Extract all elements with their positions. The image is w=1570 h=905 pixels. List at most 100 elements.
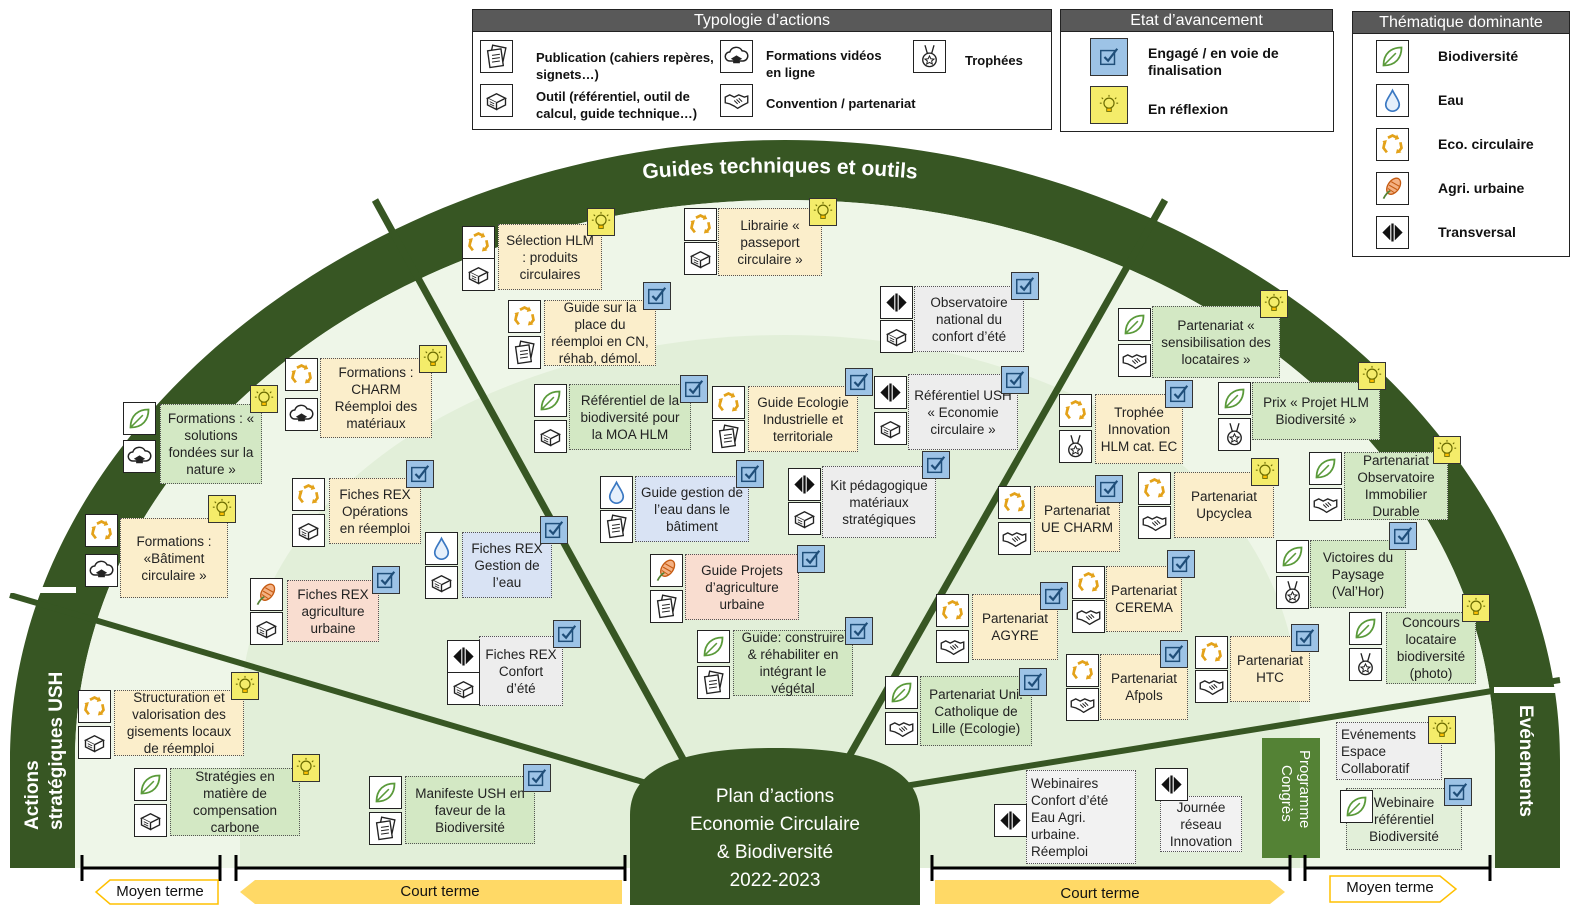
leaf-icon [123, 402, 156, 435]
leaf-icon [1315, 458, 1336, 479]
recycle-icon [1078, 571, 1099, 592]
center-line-3: & Biodiversité [716, 842, 834, 863]
tool-icon [793, 510, 816, 529]
action-card-rex-fiches-eau: Fiches REX Gestion de l’eau [462, 532, 552, 598]
checkbox-icon [643, 282, 671, 310]
action-text: Fiches REX Gestion de l’eau [471, 540, 543, 590]
corn-icon [1382, 177, 1402, 200]
arrow-short-left [240, 880, 622, 904]
legend-corn-icon [1376, 172, 1409, 205]
leaf-icon [1282, 546, 1303, 567]
checkbox-icon [1095, 475, 1123, 503]
checkbox-icon [1167, 550, 1195, 578]
action-text: Partenariat CEREMA [1110, 583, 1178, 615]
handshake-icon [940, 640, 965, 656]
leaf-icon [134, 768, 167, 801]
legend-typologie-label: Outil (référentiel, outil de calcul, gui… [536, 89, 698, 121]
sector-title-actions-2: stratégiques USH [46, 672, 67, 830]
legend-typologie-label: Trophées [965, 53, 1023, 68]
action-text: Formations : « solutions fondées sur la … [167, 411, 255, 477]
checkbox-icon [1001, 366, 1029, 394]
video-training-icon [724, 46, 749, 64]
publication-icon [369, 812, 402, 845]
action-card-g-guide-reemploi: Guide sur la place du réemploi en CN, ré… [544, 300, 656, 366]
lightbulb-icon [292, 754, 320, 782]
timeline-medium-right: Moyen terme [1346, 879, 1434, 896]
checkbox-icon [1291, 624, 1319, 652]
trophy-icon [1068, 435, 1083, 458]
sector-title-events: Evénements [1515, 705, 1536, 817]
leaf-icon [1276, 540, 1309, 573]
video-training-icon [289, 404, 314, 422]
action-text: Prix « Projet HLM Biodiversité » [1263, 395, 1369, 427]
tool-icon [880, 320, 913, 353]
checkbox-icon [1019, 668, 1047, 696]
action-card-g-selection-hlm: Sélection HLM : produits circulaires [498, 224, 602, 290]
water-drop-icon [433, 536, 450, 561]
lightbulb-icon [1251, 458, 1279, 486]
arrow-short-right [935, 880, 1285, 904]
arrow-medium-left [94, 879, 219, 905]
legend-theme-label: Eau [1438, 92, 1464, 108]
action-card-v-afpols: Partenariat Afpols [1100, 654, 1188, 720]
publication-icon [697, 666, 730, 699]
action-text: Webinaire référentiel Biodiversité [1369, 794, 1439, 844]
action-card-rex-fiches-reemploi: Fiches REX Opérations en réemploi [329, 478, 421, 544]
action-card-rex-formations-nature: Formations : « solutions fondées sur la … [160, 404, 262, 484]
handshake-icon [724, 94, 749, 110]
handshake-icon [1076, 610, 1101, 626]
center-line-1: Plan d’actions [715, 786, 835, 807]
checkbox-icon [922, 451, 950, 479]
video-training-icon [127, 446, 152, 464]
action-card-g-guide-eau: Guide gestion de l’eau dans le bâtiment [635, 476, 749, 542]
action-card-g-guide-ecologie: Guide Ecologie Industrielle et territori… [748, 386, 858, 452]
handshake-icon [1199, 680, 1224, 696]
double-arrow-icon [880, 383, 901, 402]
lightbulb-icon [1462, 594, 1490, 622]
handshake-icon [1072, 600, 1105, 633]
recycle-icon [508, 300, 541, 333]
double-arrow-icon [874, 376, 907, 409]
legend-typologie-label: Publication (cahiers repères, signets…) [536, 50, 714, 82]
video-training-icon [123, 440, 156, 473]
action-card-a-structuration: Structuration et valorisation des giseme… [114, 690, 244, 756]
handshake-icon [1118, 344, 1151, 377]
double-arrow-icon [994, 804, 1027, 837]
lightbulb-icon [1433, 436, 1461, 464]
tool-icon [83, 734, 106, 753]
tool-icon [430, 574, 453, 593]
double-arrow-icon [1155, 768, 1188, 801]
recycle-icon [1065, 399, 1086, 420]
tool-icon [139, 812, 162, 831]
double-arrow-icon [1161, 775, 1182, 794]
action-card-e-espace: Evénements Espace Collaboratif [1336, 722, 1442, 780]
legend-etat-label: En réflexion [1148, 101, 1229, 117]
tool-icon [78, 726, 111, 759]
tool-icon [297, 522, 320, 541]
checkbox-icon [372, 566, 400, 594]
programme-title-2: Congrès [1278, 765, 1295, 822]
action-text: Observatoire national du confort d’été [930, 294, 1008, 344]
divider-rex-guides [371, 198, 704, 792]
double-arrow-icon [794, 475, 815, 494]
leaf-icon [540, 390, 561, 411]
leaf-icon [1118, 308, 1151, 341]
legend-typologie-label: Convention / partenariat [766, 96, 916, 111]
leaf-icon [1340, 790, 1373, 823]
trophy-icon [1358, 653, 1373, 676]
arrow-medium-right [1329, 875, 1458, 903]
recycle-icon [91, 519, 112, 540]
recycle-icon [1004, 491, 1025, 512]
action-text: Partenariat AGYRE [981, 611, 1049, 643]
water-drop-icon [425, 532, 458, 565]
action-text: Partenariat Observatoire Immobilier Dura… [1357, 453, 1435, 519]
legend-theme-label: Transversal [1438, 224, 1516, 240]
action-card-v-observatoire-immo: Partenariat Observatoire Immobilier Dura… [1344, 452, 1448, 520]
checkbox-icon [845, 368, 873, 396]
action-card-v-charm: Partenariat UE CHARM [1034, 486, 1120, 552]
recycle-icon [84, 695, 105, 716]
recycle-icon [285, 358, 318, 391]
publication-icon [600, 510, 633, 543]
double-arrow-icon [788, 468, 821, 501]
recycle-icon [1059, 394, 1092, 427]
